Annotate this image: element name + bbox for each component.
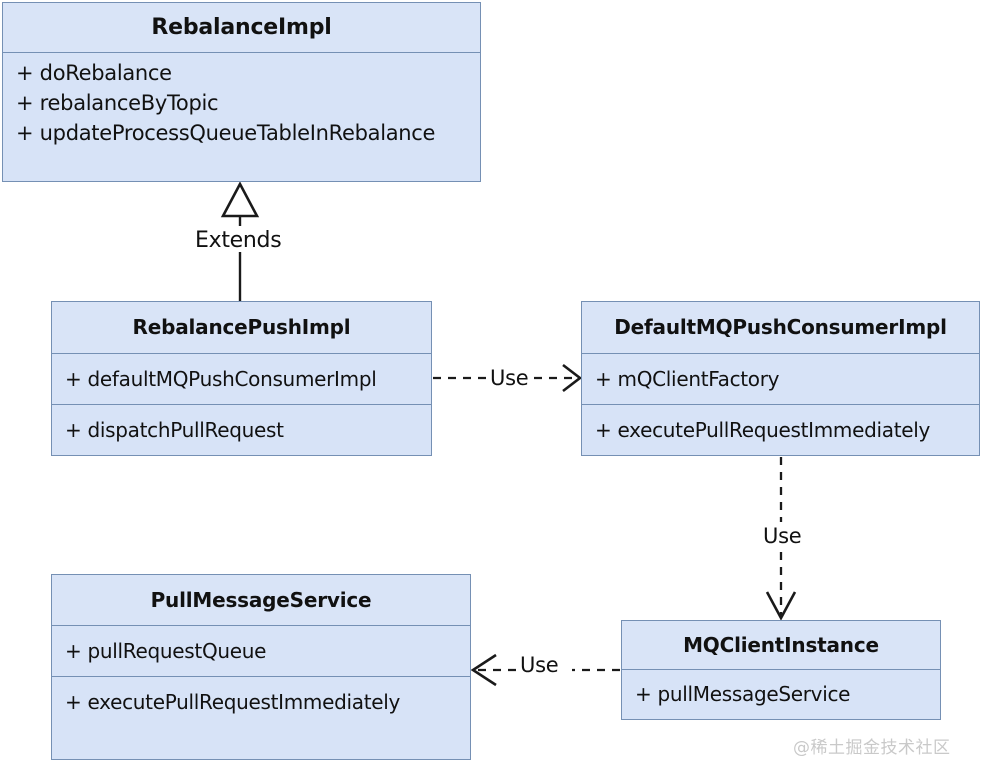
class-member: + pullRequestQueue bbox=[65, 638, 267, 663]
class-attributes-rebalance-push-impl: + defaultMQPushConsumerImpl bbox=[52, 354, 431, 405]
class-members-rebalance-impl: + doRebalance + rebalanceByTopic + updat… bbox=[3, 53, 480, 181]
class-name-rebalance-push-impl: RebalancePushImpl bbox=[52, 302, 431, 353]
class-box-default-mq-push-consumer-impl[interactable]: DefaultMQPushConsumerImpl + mQClientFact… bbox=[581, 301, 980, 456]
class-member: + rebalanceByTopic bbox=[16, 90, 219, 115]
class-operations-default-mq-push-consumer-impl: + executePullRequestImmediately bbox=[582, 405, 979, 455]
compartment-divider bbox=[52, 676, 470, 678]
compartment-divider bbox=[582, 404, 979, 406]
relation-label-use-instance-to-pullservice: Use bbox=[517, 653, 562, 677]
class-member: + mQClientFactory bbox=[595, 366, 780, 391]
class-name-mq-client-instance: MQClientInstance bbox=[622, 621, 940, 669]
relation-label-extends: Extends bbox=[195, 228, 282, 253]
hollow-triangle-arrowhead-icon bbox=[220, 181, 260, 218]
compartment-divider bbox=[3, 52, 480, 53]
class-member: + defaultMQPushConsumerImpl bbox=[65, 366, 377, 391]
class-name-rebalance-impl: RebalanceImpl bbox=[3, 3, 480, 52]
watermark-text: @稀土掘金技术社区 bbox=[793, 738, 951, 758]
class-member: + dispatchPullRequest bbox=[65, 417, 284, 442]
class-member: + pullMessageService bbox=[635, 682, 851, 707]
compartment-divider bbox=[582, 352, 979, 354]
class-box-pull-message-service[interactable]: PullMessageService + pullRequestQueue + … bbox=[51, 574, 471, 760]
class-member: + doRebalance bbox=[16, 61, 172, 85]
open-arrowhead-right-icon bbox=[562, 363, 583, 393]
class-attributes-mq-client-instance: + pullMessageService bbox=[622, 670, 940, 719]
class-operations-pull-message-service: + executePullRequestImmediately bbox=[52, 677, 470, 759]
class-member: + executePullRequestImmediately bbox=[595, 417, 931, 442]
relation-label-use-consumer-to-instance: Use bbox=[760, 524, 805, 548]
class-box-rebalance-push-impl[interactable]: RebalancePushImpl + defaultMQPushConsume… bbox=[51, 301, 432, 456]
compartment-divider bbox=[622, 668, 940, 670]
class-box-rebalance-impl[interactable]: RebalanceImpl + doRebalance + rebalanceB… bbox=[2, 2, 481, 182]
class-operations-rebalance-push-impl: + dispatchPullRequest bbox=[52, 405, 431, 455]
compartment-divider bbox=[52, 624, 470, 626]
compartment-divider bbox=[52, 352, 431, 354]
class-box-mq-client-instance[interactable]: MQClientInstance + pullMessageService bbox=[621, 620, 941, 720]
class-name-pull-message-service: PullMessageService bbox=[52, 575, 470, 625]
class-attributes-pull-message-service: + pullRequestQueue bbox=[52, 626, 470, 677]
relation-label-use-push-to-consumer: Use bbox=[487, 366, 532, 390]
compartment-divider bbox=[52, 404, 431, 406]
open-arrowhead-left-icon bbox=[470, 653, 497, 687]
class-member: + executePullRequestImmediately bbox=[65, 690, 401, 715]
class-member: + updateProcessQueueTableInRebalance bbox=[16, 120, 436, 145]
class-name-default-mq-push-consumer-impl: DefaultMQPushConsumerImpl bbox=[582, 302, 979, 353]
class-attributes-default-mq-push-consumer-impl: + mQClientFactory bbox=[582, 354, 979, 405]
open-arrowhead-down-icon bbox=[765, 591, 797, 621]
